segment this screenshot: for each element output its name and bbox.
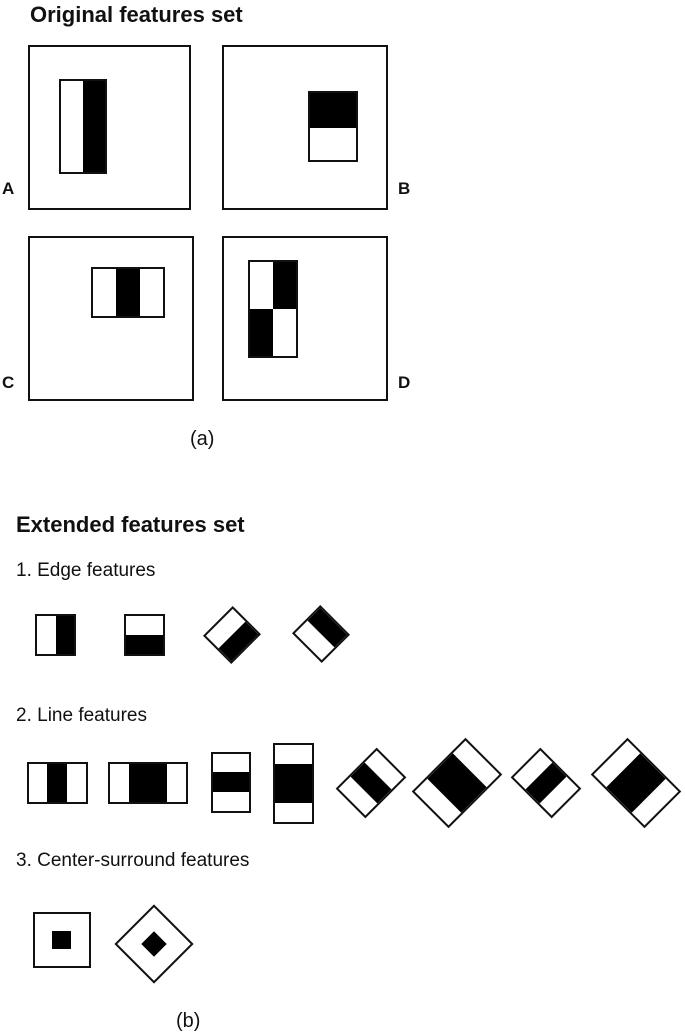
line-feature-1 <box>27 762 88 804</box>
line-feature-6 <box>411 737 503 829</box>
edge-feature-vertical-black <box>56 616 74 654</box>
line-feature-1-black <box>47 764 67 802</box>
group-label-center-surround: 3. Center-surround features <box>16 850 250 871</box>
panel-a <box>28 45 191 210</box>
group-label-edge: 1. Edge features <box>16 560 156 581</box>
line-feature-6-black <box>427 753 487 813</box>
edge-feature-diagonal-2-black <box>307 607 348 648</box>
panel-label-d: D <box>398 373 411 392</box>
feature-d-black-bottom-left <box>250 309 273 356</box>
feature-a-vertical-edge <box>59 79 107 174</box>
panel-label-b: B <box>398 179 411 198</box>
center-surround-square-black <box>52 931 71 949</box>
edge-feature-horizontal <box>124 614 165 656</box>
feature-b-black-half <box>310 93 356 128</box>
caption-b: (b) <box>176 1010 201 1032</box>
feature-a-black-half <box>83 81 105 172</box>
line-feature-3 <box>211 752 251 813</box>
line-feature-7 <box>510 747 582 819</box>
line-feature-4-black <box>275 764 312 803</box>
panel-b <box>222 45 388 210</box>
feature-d-checkerboard <box>248 260 298 358</box>
panel-d <box>222 236 388 401</box>
edge-feature-diagonal-2 <box>292 605 350 663</box>
line-feature-8-black <box>606 753 666 813</box>
panel-label-c: C <box>2 373 15 392</box>
line-feature-3-black <box>213 772 249 792</box>
feature-c-three-rect-line <box>91 267 165 318</box>
panel-label-a: A <box>2 179 15 198</box>
line-feature-7-black <box>525 762 567 804</box>
edge-feature-diagonal-1 <box>203 606 261 664</box>
line-feature-5 <box>335 747 407 819</box>
feature-c-black-center <box>116 269 140 316</box>
line-feature-2 <box>108 762 188 804</box>
group-label-line: 2. Line features <box>16 705 147 726</box>
center-surround-diamond-black <box>141 931 167 957</box>
center-surround-square <box>33 912 91 968</box>
line-feature-4 <box>273 743 314 824</box>
edge-feature-horizontal-black <box>126 635 163 654</box>
feature-b-horizontal-edge <box>308 91 358 162</box>
section-a-title: Original features set <box>30 2 243 27</box>
edge-feature-vertical <box>35 614 76 656</box>
section-b-title: Extended features set <box>16 512 245 537</box>
panel-c <box>28 236 194 401</box>
line-feature-8 <box>590 737 682 829</box>
caption-a: (a) <box>190 428 215 450</box>
edge-feature-diagonal-1-black <box>218 621 260 663</box>
feature-d-black-top-right <box>273 262 296 309</box>
line-feature-5-black <box>350 762 392 804</box>
line-feature-2-black <box>129 764 167 802</box>
center-surround-diamond <box>114 904 194 984</box>
